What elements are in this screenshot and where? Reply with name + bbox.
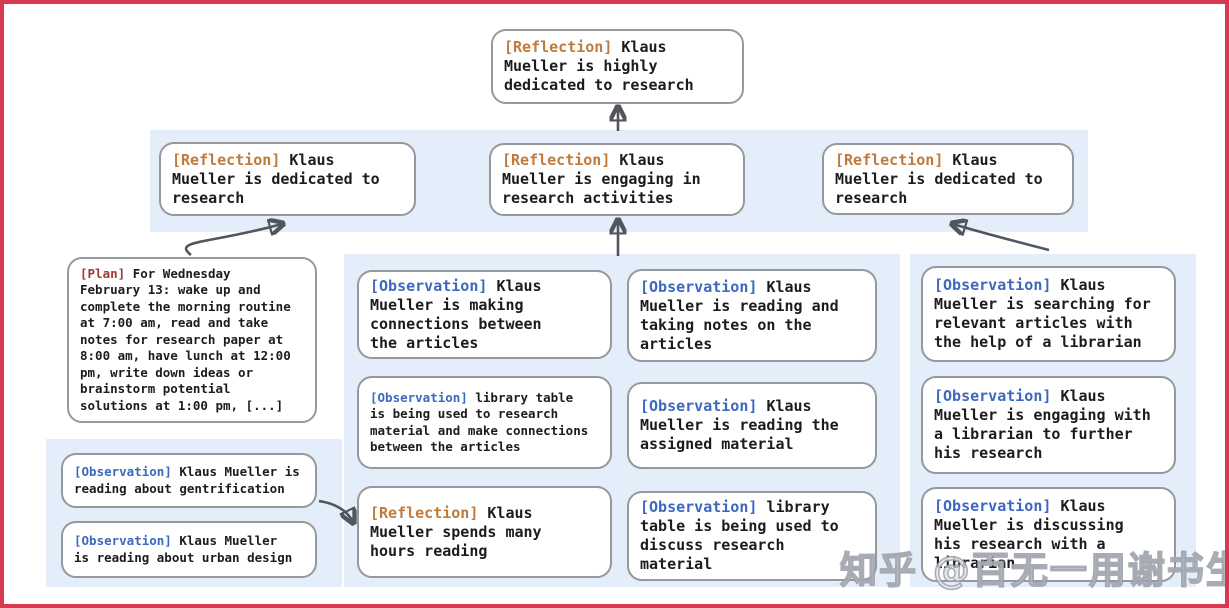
node-observation-assigned-material: [Observation] Klaus Mueller is reading t… [627,382,877,469]
node-text: Klaus Mueller is dedicated to research [172,150,380,207]
observation-tag: [Observation] [370,389,468,405]
node-text: library table is being used to discuss r… [640,498,839,573]
node-observation-library-research: [Observation] library table is being use… [357,376,612,469]
node-plan: [Plan] For Wednesday February 13: wake u… [67,257,317,423]
node-observation-urban-design: [Observation] Klaus Mueller is reading a… [61,521,317,578]
node-reflection-top: [Reflection] Klaus Mueller is highly ded… [491,29,744,104]
observation-tag: [Observation] [934,276,1052,294]
node-observation-taking-notes: [Observation] Klaus Mueller is reading a… [627,269,877,362]
node-text: Klaus Mueller is reading the assigned ma… [640,397,839,453]
node-text: Klaus Mueller is highly dedicated to res… [504,38,694,94]
node-reflection-hours-reading: [Reflection] Klaus Mueller spends many h… [357,486,612,578]
plan-tag: [Plan] [80,265,126,281]
observation-tag: [Observation] [370,276,488,295]
node-text: Klaus Mueller is searching for relevant … [934,276,1151,351]
node-reflection-left: [Reflection] Klaus Mueller is dedicated … [159,142,416,216]
node-observation-connections: [Observation] Klaus Mueller is making co… [357,270,612,359]
node-text: Klaus Mueller is reading about urban des… [74,533,293,565]
node-text: Klaus Mueller spends many hours reading [370,503,542,560]
node-text: Klaus Mueller is dedicated to research [835,150,1043,207]
reflection-tag: [Reflection] [502,151,611,169]
node-text: Klaus Mueller is reading about gentrific… [74,464,300,496]
reflection-tag: [Reflection] [835,150,944,169]
node-text: library table is being used to research … [370,389,589,455]
node-text: Klaus Mueller is reading and taking note… [640,277,839,353]
reflection-tag: [Reflection] [370,503,479,522]
node-text: Klaus Mueller is engaging in research ac… [502,151,701,207]
node-text: Klaus Mueller is discussing his research… [934,496,1124,572]
node-reflection-right: [Reflection] Klaus Mueller is dedicated … [822,143,1074,215]
observation-tag: [Observation] [934,496,1052,515]
node-text: Klaus Mueller is engaging with a librari… [934,387,1151,462]
node-observation-gentrification: [Observation] Klaus Mueller is reading a… [61,453,317,508]
node-text: Klaus Mueller is making connections betw… [370,276,542,352]
observation-tag: [Observation] [640,397,758,415]
observation-tag: [Observation] [640,498,758,516]
node-text: For Wednesday February 13: wake up and c… [80,265,291,413]
observation-tag: [Observation] [74,533,172,548]
node-reflection-mid: [Reflection] Klaus Mueller is engaging i… [489,143,745,216]
node-observation-searching-articles: [Observation] Klaus Mueller is searching… [921,266,1176,362]
observation-tag: [Observation] [934,387,1052,405]
reflection-tag: [Reflection] [172,150,281,169]
node-observation-discussing-research: [Observation] Klaus Mueller is discussin… [921,487,1176,582]
node-observation-engaging-librarian: [Observation] Klaus Mueller is engaging … [921,376,1176,474]
reflection-tag: [Reflection] [504,38,613,56]
observation-tag: [Observation] [74,464,172,479]
node-observation-library-discuss: [Observation] library table is being use… [627,491,877,581]
observation-tag: [Observation] [640,277,758,296]
